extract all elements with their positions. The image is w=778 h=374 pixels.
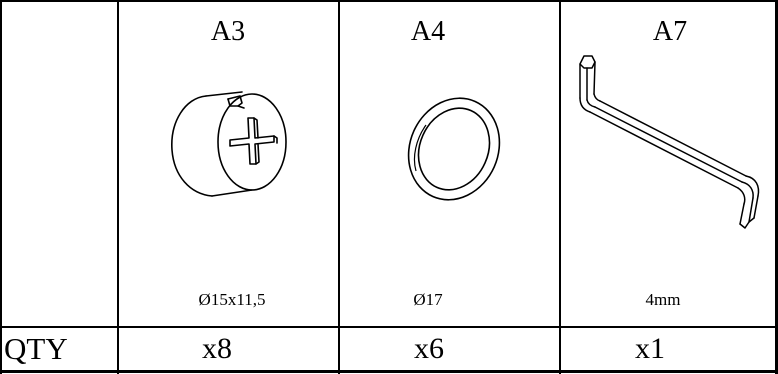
qty-label: QTY (4, 331, 68, 366)
column-divider-2 (338, 0, 340, 374)
column-divider-3 (559, 0, 561, 374)
part-code-a4: A4 (410, 16, 446, 47)
cam-lock-nut-icon (171, 91, 287, 197)
part-dimension-a7: 4mm (645, 290, 681, 309)
table-border-right (775, 0, 778, 374)
part-quantity-a4: x6 (414, 332, 444, 365)
part-code-a3: A3 (210, 16, 246, 47)
row-divider (0, 326, 778, 328)
table-border-bottom (0, 370, 778, 373)
part-dimension-a4: Ø17 (413, 290, 443, 309)
part-quantity-a3: x8 (202, 332, 232, 365)
part-quantity-a7: x1 (635, 332, 665, 365)
cover-cap-icon (407, 97, 501, 201)
part-dimension-a3: Ø15x11,5 (198, 290, 266, 309)
table-border-top (0, 0, 778, 2)
part-code-a7: A7 (652, 16, 688, 47)
column-divider-1 (117, 0, 119, 374)
allen-key-icon (579, 55, 760, 229)
table-border-left (0, 0, 2, 374)
